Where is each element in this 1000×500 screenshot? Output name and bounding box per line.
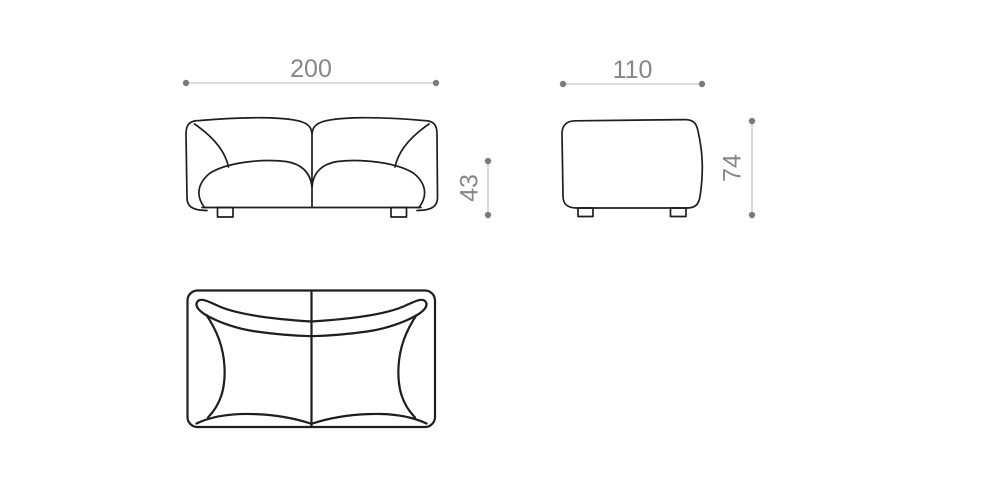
dimension-dot-left xyxy=(559,80,567,88)
side-view-left-foot xyxy=(577,207,594,218)
front-view-left-foot xyxy=(216,206,234,218)
side-view xyxy=(561,118,704,218)
dimension-dot-right xyxy=(698,80,706,88)
top-view xyxy=(186,289,437,429)
dimension-front-seat-height: 43 xyxy=(456,157,492,219)
dimension-front-width: 200 xyxy=(182,55,440,87)
dimension-dot-bottom xyxy=(484,211,492,219)
side-depth-label: 110 xyxy=(613,56,653,84)
front-view-right-foot xyxy=(390,206,408,218)
side-view-right-foot xyxy=(669,207,687,218)
front-view-right-cushion xyxy=(311,159,426,209)
top-view-right-cushion-bottom xyxy=(311,412,428,425)
top-view-left-backrest-curve xyxy=(195,298,313,338)
top-view-left-arm-edge xyxy=(205,313,226,419)
side-height-label: 74 xyxy=(719,154,747,182)
front-view xyxy=(185,116,439,218)
top-view-right-arm-edge xyxy=(397,313,418,419)
top-view-right-backrest-curve xyxy=(310,298,428,338)
front-view-left-cushion xyxy=(198,159,313,209)
dimension-dot-top xyxy=(748,117,756,125)
dimension-side-depth: 110 xyxy=(559,56,706,88)
front-seat-height-label: 43 xyxy=(456,174,484,202)
side-view-outline xyxy=(561,118,704,209)
dimension-dot-bottom xyxy=(748,211,756,219)
dimension-dot-top xyxy=(484,157,492,165)
top-view-left-cushion-bottom xyxy=(195,412,312,425)
dimension-side-height: 74 xyxy=(719,117,756,219)
dimension-dot-left xyxy=(182,79,190,87)
front-width-label: 200 xyxy=(290,55,332,83)
dimension-dot-right xyxy=(432,79,440,87)
front-view-right-arm-curve xyxy=(394,123,430,168)
front-view-left-arm-curve xyxy=(193,123,230,168)
